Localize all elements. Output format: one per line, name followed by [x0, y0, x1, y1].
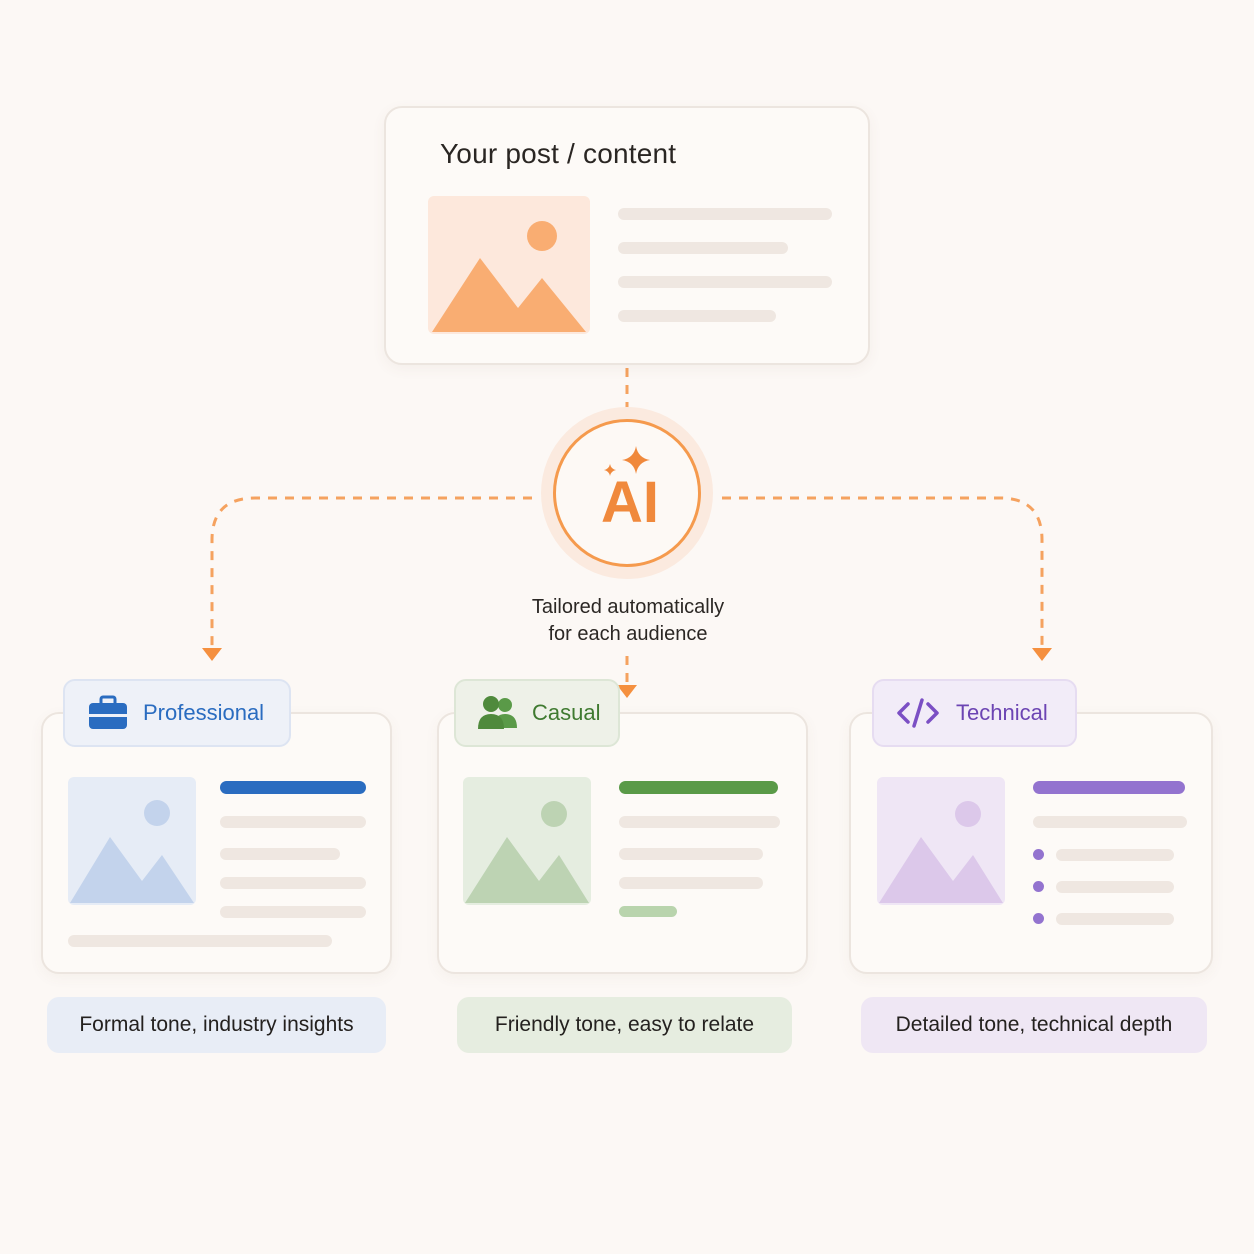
tab-technical-label: Technical [956, 700, 1048, 725]
briefcase-icon [89, 695, 127, 729]
professional-description: Formal tone, industry insights [47, 997, 386, 1053]
casual-description: Friendly tone, easy to relate [457, 997, 792, 1053]
arrowhead-professional [202, 648, 222, 661]
source-content-card: Your post / content [384, 106, 870, 365]
text-line [619, 816, 780, 828]
text-line [618, 276, 832, 288]
bullet-dot [1033, 881, 1044, 892]
bullet-dot [1033, 913, 1044, 924]
casual-output-card [437, 712, 808, 974]
landscape-image-icon [428, 196, 590, 334]
text-line [220, 848, 340, 860]
text-line [618, 208, 832, 220]
bullet-dot [1033, 849, 1044, 860]
text-line [220, 816, 366, 828]
headline-bar [619, 781, 778, 794]
tab-casual-label: Casual [532, 700, 601, 725]
landscape-image-icon [463, 777, 591, 905]
tab-casual: Casual [454, 679, 620, 747]
landscape-image-icon [68, 777, 196, 905]
tab-professional: Professional [63, 679, 291, 747]
source-card-title: Your post / content [440, 138, 677, 169]
text-line [618, 310, 776, 322]
connector-ai-to-technical [722, 496, 1044, 650]
ai-caption: Tailored automatically for each audience [478, 594, 778, 648]
professional-output-card [41, 712, 392, 974]
text-line [1033, 816, 1187, 828]
ai-caption-line-1: Tailored automatically [531, 596, 725, 618]
text-line [1056, 881, 1174, 893]
headline-bar [1033, 781, 1185, 794]
text-line [68, 935, 332, 947]
text-line [220, 906, 366, 918]
arrowhead-technical [1032, 648, 1052, 661]
sparkle-icon [604, 446, 650, 476]
connector-ai-to-professional [210, 496, 532, 650]
technical-description: Detailed tone, technical depth [861, 997, 1207, 1053]
text-line-accent [619, 906, 677, 917]
headline-bar [220, 781, 366, 794]
ai-label: AI [601, 470, 659, 535]
text-line [619, 877, 763, 889]
technical-output-card [849, 712, 1213, 974]
ai-caption-line-2: for each audience [548, 623, 708, 645]
arrowhead-casual [617, 685, 637, 698]
people-icon [478, 696, 517, 729]
text-line [220, 877, 366, 889]
tab-technical: Technical [872, 679, 1077, 747]
text-line [1056, 913, 1174, 925]
text-line [1056, 849, 1174, 861]
text-line [618, 242, 788, 254]
landscape-image-icon [877, 777, 1005, 905]
text-line [619, 848, 763, 860]
ai-node: AI [553, 419, 701, 567]
tab-professional-label: Professional [143, 700, 265, 725]
code-icon [897, 698, 939, 728]
